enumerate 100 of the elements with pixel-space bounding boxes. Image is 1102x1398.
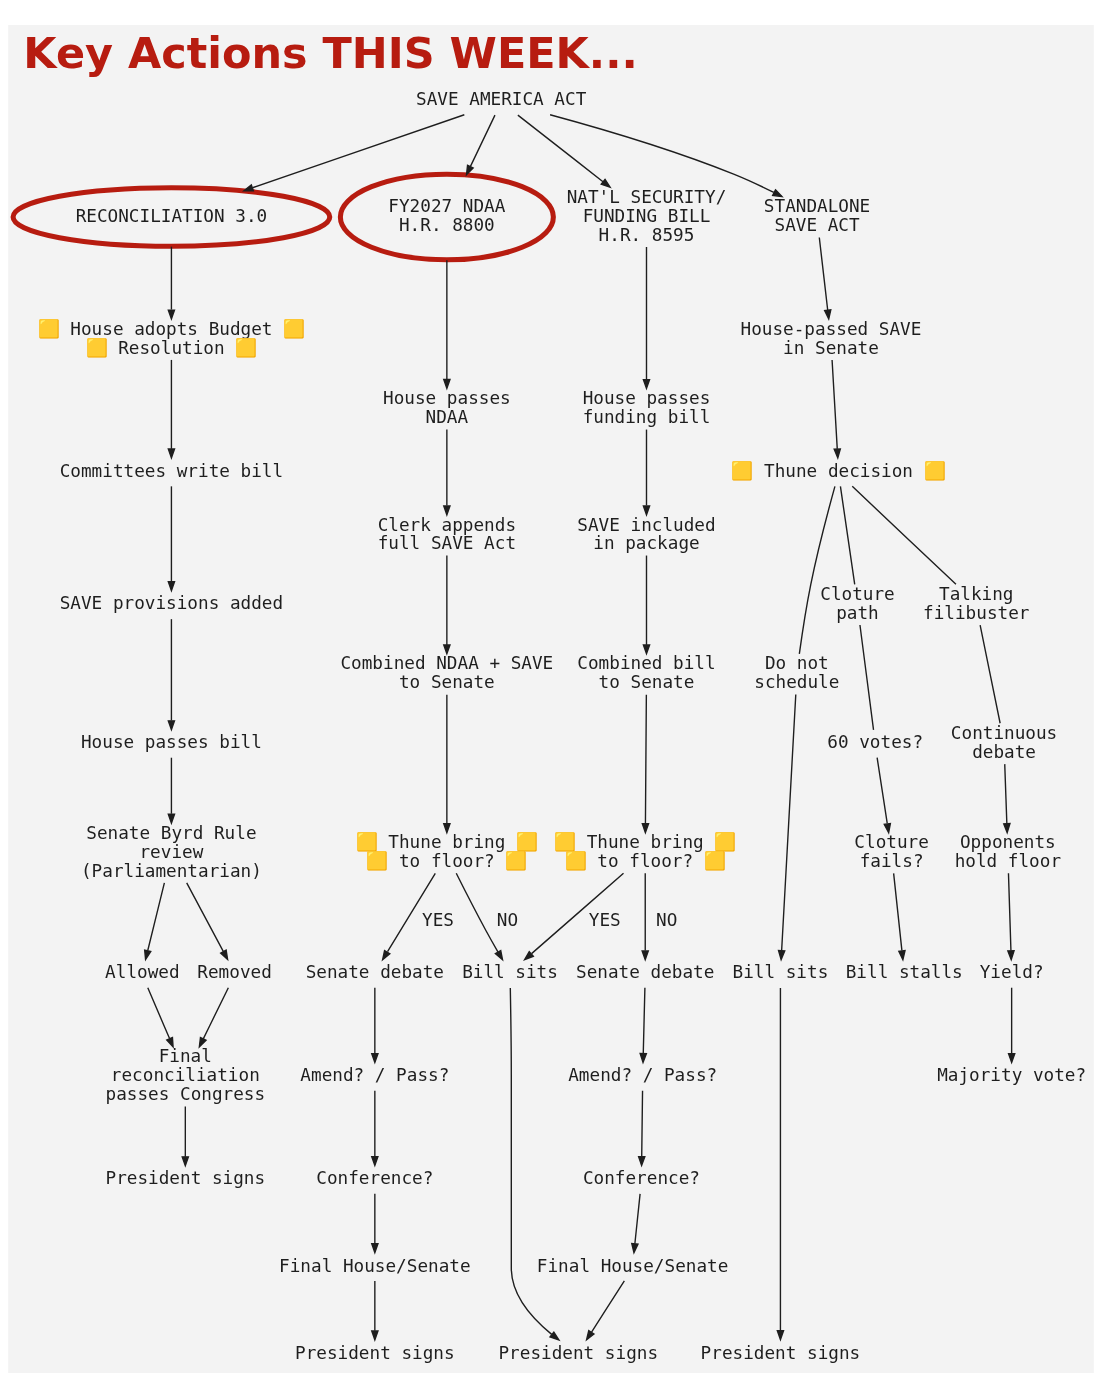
connector bbox=[979, 624, 1001, 724]
node-text: 🟨 House adopts Budget 🟨 🟨 Resolution 🟨 bbox=[37, 318, 306, 358]
arrow bbox=[465, 114, 496, 177]
arrow bbox=[442, 259, 451, 391]
node-text: SAVE provisions added bbox=[59, 593, 284, 614]
node-text: Final reconciliation passes Congress bbox=[105, 1046, 266, 1105]
node-text: House passes funding bill bbox=[582, 388, 711, 428]
arrow bbox=[167, 757, 176, 826]
connector bbox=[851, 485, 957, 586]
connector bbox=[839, 485, 856, 586]
arrow bbox=[442, 694, 451, 835]
arrow bbox=[642, 246, 651, 391]
arrow bbox=[641, 694, 650, 835]
node-text: Combined bill to Senate bbox=[577, 653, 716, 693]
arrow bbox=[831, 359, 842, 460]
arrow bbox=[892, 872, 906, 962]
node-text: Combined NDAA + SAVE to Senate bbox=[340, 653, 554, 693]
arrow bbox=[442, 428, 451, 517]
node-text: 🟨 Thune bring 🟨 🟨 to floor? 🟨 bbox=[554, 832, 737, 872]
node-text: NAT'L SECURITY/ FUNDING BILL H.R. 8595 bbox=[566, 186, 727, 245]
node-text: Bill sits bbox=[462, 962, 558, 983]
arrow bbox=[198, 987, 230, 1049]
node-text: Continuous debate bbox=[950, 722, 1058, 762]
node-text: Committees write bill bbox=[59, 460, 284, 481]
node-text: Bill sits bbox=[732, 962, 829, 983]
arrow bbox=[143, 882, 166, 962]
arrow bbox=[777, 693, 797, 962]
arrow bbox=[370, 1280, 379, 1342]
arrow bbox=[1002, 763, 1011, 835]
arrow bbox=[637, 1090, 646, 1168]
node-text: House passes NDAA bbox=[383, 388, 511, 428]
node-text: Do not schedule bbox=[754, 653, 840, 693]
node-ellipse: FY2027 NDAA H.R. 8800 bbox=[337, 171, 556, 263]
arrow bbox=[876, 757, 892, 835]
connector bbox=[798, 485, 836, 655]
node-text: President signs bbox=[498, 1342, 659, 1363]
arrow bbox=[642, 554, 651, 656]
node-text: Removed bbox=[197, 962, 272, 983]
arrow bbox=[455, 872, 504, 962]
arrow bbox=[442, 554, 451, 656]
arrow bbox=[186, 882, 229, 962]
arrow bbox=[641, 872, 650, 962]
node-text: Cloture path bbox=[820, 583, 895, 623]
node-text: Allowed bbox=[105, 962, 180, 983]
node-text: 60 votes? bbox=[827, 732, 924, 753]
node-text: Talking filibuster bbox=[923, 583, 1030, 623]
node-text: Yield? bbox=[979, 962, 1044, 983]
node-text: Amend? / Pass? bbox=[300, 1065, 450, 1086]
node-text: Senate Byrd Rule review (Parliamentarian) bbox=[80, 822, 262, 881]
node-text: President signs bbox=[295, 1342, 455, 1363]
arrow bbox=[167, 618, 176, 732]
node-text: House passes bill bbox=[80, 732, 262, 753]
node-text: Cloture fails? bbox=[854, 832, 929, 872]
arrow bbox=[370, 1090, 379, 1168]
edge-label: NO bbox=[656, 909, 678, 930]
arrow bbox=[818, 236, 832, 322]
arrow bbox=[549, 114, 784, 198]
node-text: Final House/Senate bbox=[279, 1255, 471, 1276]
node-text: Conference? bbox=[316, 1168, 434, 1189]
node-text: House-passed SAVE in Senate bbox=[740, 318, 922, 358]
node-text: Final House/Senate bbox=[536, 1255, 729, 1276]
node-text: Conference? bbox=[582, 1168, 700, 1189]
arrow bbox=[776, 987, 785, 1342]
connector bbox=[859, 624, 875, 731]
arrow bbox=[167, 359, 176, 460]
node-text: Bill stalls bbox=[845, 962, 963, 983]
arrow bbox=[523, 872, 625, 962]
arrow bbox=[639, 987, 648, 1065]
edge-label: YES bbox=[422, 909, 454, 930]
arrow bbox=[1007, 987, 1016, 1065]
node-text: SAVE included in package bbox=[577, 514, 716, 554]
arrow bbox=[585, 1280, 626, 1342]
node-text: Senate debate bbox=[576, 962, 715, 983]
node-text: STANDALONE SAVE ACT bbox=[763, 196, 871, 236]
arrow bbox=[242, 114, 465, 192]
edge-label: NO bbox=[496, 909, 519, 930]
node-text: President signs bbox=[105, 1168, 266, 1189]
edge-label: YES bbox=[588, 909, 621, 930]
node-text: 🟨 Thune bring 🟨 🟨 to floor? 🟨 bbox=[355, 832, 539, 872]
arrow bbox=[1006, 872, 1015, 962]
arrow bbox=[147, 987, 174, 1049]
arrow bbox=[167, 485, 176, 593]
arrow bbox=[630, 1193, 641, 1255]
node-text: Amend? / Pass? bbox=[568, 1065, 718, 1086]
arrow bbox=[370, 987, 379, 1065]
node-text: SAVE AMERICA ACT bbox=[416, 89, 587, 110]
node-text: Clerk appends full SAVE Act bbox=[377, 514, 517, 554]
arrow bbox=[167, 245, 176, 322]
node-text: 🟨 Thune decision 🟨 bbox=[731, 460, 946, 481]
arrow bbox=[642, 428, 651, 517]
arrow bbox=[370, 1193, 379, 1255]
arrow bbox=[381, 872, 436, 962]
arrow bbox=[517, 114, 612, 189]
diagram-title: Key Actions THIS WEEK... bbox=[23, 28, 638, 79]
node-text: Majority vote? bbox=[937, 1065, 1087, 1086]
arrow bbox=[181, 1105, 190, 1168]
node-text: Senate debate bbox=[305, 962, 444, 983]
node-text: President signs bbox=[700, 1342, 861, 1363]
node-text: Opponents hold floor bbox=[954, 832, 1062, 872]
arrow bbox=[509, 987, 561, 1342]
